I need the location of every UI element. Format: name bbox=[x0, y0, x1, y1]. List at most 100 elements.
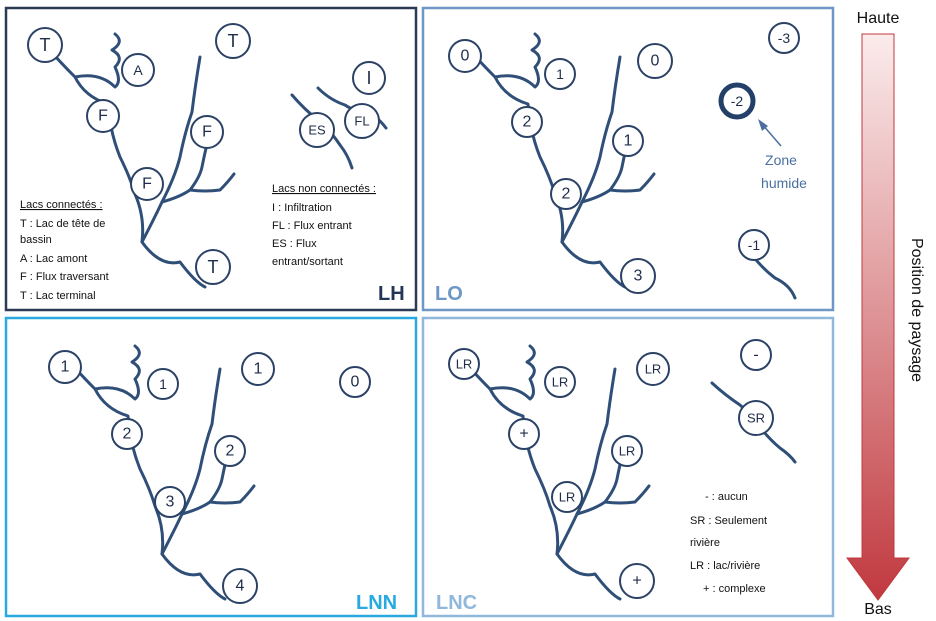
axis-bottom-label: Bas bbox=[864, 601, 892, 618]
lake-node: -1 bbox=[738, 229, 770, 261]
svg-text:-1: -1 bbox=[748, 237, 761, 253]
svg-text:LR: LR bbox=[456, 357, 473, 372]
svg-text:F: F bbox=[202, 124, 212, 141]
panel-lh-border bbox=[4, 6, 418, 312]
lake-node: + bbox=[508, 418, 540, 450]
lake-node: T bbox=[195, 249, 231, 285]
svg-text:FL: FL bbox=[354, 114, 369, 129]
lake-node: F bbox=[86, 99, 120, 133]
legend-heading: Lacs non connectés : bbox=[272, 183, 376, 195]
panel-tag-lo: LO bbox=[435, 283, 463, 305]
legend-heading: Lacs connectés : bbox=[20, 199, 103, 211]
svg-text:ES: ES bbox=[308, 123, 326, 138]
lake-node: 2 bbox=[214, 435, 246, 467]
lake-node: ES bbox=[299, 112, 335, 148]
svg-text:+: + bbox=[632, 573, 641, 590]
lake-node: 2 bbox=[111, 418, 143, 450]
svg-text:1: 1 bbox=[556, 66, 564, 82]
legend-line: rivière bbox=[690, 537, 720, 549]
svg-text:0: 0 bbox=[351, 374, 360, 391]
svg-text:T: T bbox=[208, 257, 219, 277]
lake-node: -3 bbox=[768, 22, 800, 54]
lake-node: 0 bbox=[339, 366, 371, 398]
svg-text:1: 1 bbox=[159, 376, 167, 392]
legend-line: T : Lac terminal bbox=[20, 290, 96, 302]
lake-node: 1 bbox=[544, 58, 576, 90]
legend-line: ES : Flux bbox=[272, 238, 317, 250]
svg-text:LR: LR bbox=[645, 362, 662, 377]
panel-lnn-border bbox=[4, 316, 418, 618]
svg-text:1: 1 bbox=[254, 361, 263, 378]
legend-line: entrant/sortant bbox=[272, 256, 343, 268]
svg-text:1: 1 bbox=[61, 359, 70, 376]
arrowhead-icon bbox=[758, 119, 768, 131]
svg-text:-3: -3 bbox=[778, 30, 791, 46]
legend-line: I : Infiltration bbox=[272, 202, 332, 214]
lake-node: 4 bbox=[222, 568, 258, 604]
lake-node: F bbox=[130, 167, 164, 201]
svg-text:-: - bbox=[753, 347, 758, 364]
svg-text:0: 0 bbox=[651, 53, 660, 70]
lake-node: FL bbox=[344, 103, 380, 139]
lake-node: 2 bbox=[550, 178, 582, 210]
svg-text:SR: SR bbox=[747, 411, 765, 426]
lake-node: LR bbox=[448, 348, 480, 380]
axis-top-label: Haute bbox=[857, 10, 900, 27]
down-arrow-icon bbox=[846, 33, 910, 601]
lake-node: 0 bbox=[637, 43, 673, 79]
panel-tag-lh: LH bbox=[378, 283, 405, 305]
lake-node: 3 bbox=[154, 486, 186, 518]
lake-node: F bbox=[190, 115, 224, 149]
lake-node: SR bbox=[738, 400, 774, 436]
svg-text:2: 2 bbox=[523, 114, 532, 131]
legend-line: T : Lac de tête de bbox=[20, 218, 105, 230]
svg-text:1: 1 bbox=[624, 133, 633, 150]
svg-text:2: 2 bbox=[562, 186, 571, 203]
panel-tag-lnc: LNC bbox=[436, 592, 477, 614]
lake-node: A bbox=[121, 53, 155, 87]
lake-node: - bbox=[740, 339, 772, 371]
svg-text:F: F bbox=[142, 176, 152, 193]
svg-text:LR: LR bbox=[559, 490, 576, 505]
panel-lnn: 1 1 1 2 2 3 4 0 LNN bbox=[4, 316, 418, 618]
svg-text:LR: LR bbox=[619, 444, 636, 459]
legend-line: - : aucun bbox=[705, 491, 748, 503]
svg-text:I: I bbox=[366, 68, 371, 88]
lake-node: LR bbox=[636, 352, 670, 386]
river-lo-minus1 bbox=[750, 253, 797, 300]
panel-lo-border bbox=[421, 6, 835, 312]
lake-node: 1 bbox=[241, 352, 275, 386]
landscape-position-axis: Haute Bas Position de paysage bbox=[846, 10, 925, 618]
svg-text:3: 3 bbox=[634, 268, 643, 285]
lake-node: + bbox=[619, 563, 655, 599]
panel-lnc: LR LR LR + LR LR + - SR - : aucun SR : S… bbox=[421, 316, 835, 618]
lake-node: T bbox=[215, 23, 251, 59]
svg-text:4: 4 bbox=[236, 578, 245, 595]
legend-line: + : complexe bbox=[703, 583, 766, 595]
wetland-label: humide bbox=[761, 175, 807, 191]
lake-node: 1 bbox=[48, 350, 82, 384]
panel-tag-lnn: LNN bbox=[356, 592, 397, 614]
svg-text:F: F bbox=[98, 108, 108, 125]
lake-node: LR bbox=[551, 481, 583, 513]
lake-node: 1 bbox=[612, 125, 644, 157]
svg-text:2: 2 bbox=[226, 443, 235, 460]
legend-line: F : Flux traversant bbox=[20, 271, 109, 283]
lake-node: 1 bbox=[147, 368, 179, 400]
axis-title: Position de paysage bbox=[908, 238, 925, 382]
lake-node: 3 bbox=[620, 258, 656, 294]
legend-line: A : Lac amont bbox=[20, 253, 87, 265]
lake-node: I bbox=[352, 61, 386, 95]
wetland-label: Zone bbox=[765, 152, 797, 168]
lake-node: T bbox=[27, 27, 63, 63]
panel-lnc-border bbox=[421, 316, 835, 618]
panel-lo: 0 1 0 2 1 2 3 -3 -2 -1 Zone humide LO bbox=[421, 6, 835, 312]
lake-node: 0 bbox=[448, 39, 482, 73]
legend-line: bassin bbox=[20, 234, 52, 246]
svg-text:+: + bbox=[519, 426, 528, 443]
svg-text:2: 2 bbox=[123, 426, 132, 443]
lake-node: LR bbox=[611, 435, 643, 467]
lake-node: 2 bbox=[511, 106, 543, 138]
svg-text:3: 3 bbox=[166, 494, 175, 511]
